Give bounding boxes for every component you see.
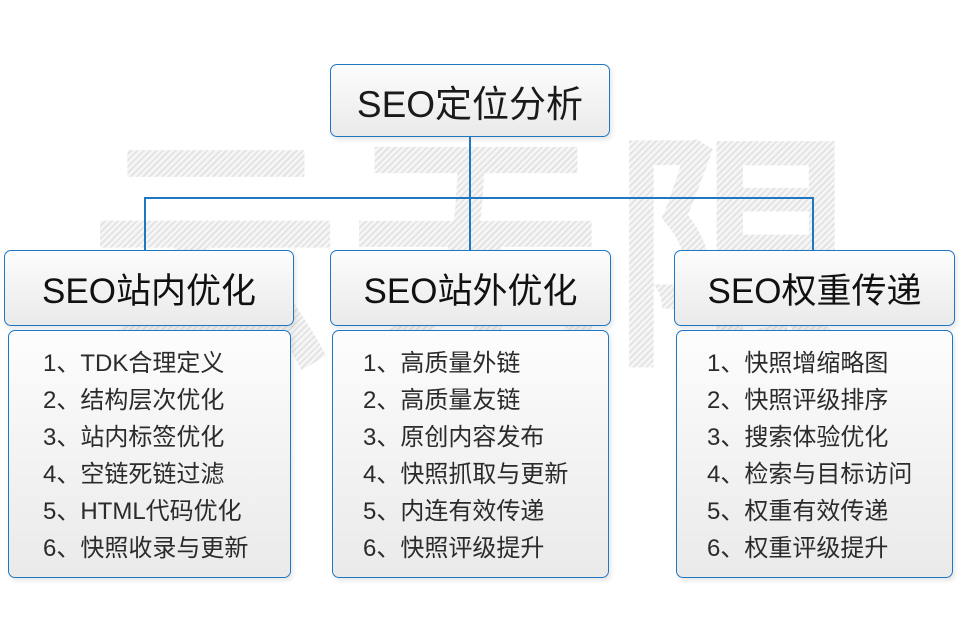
list-item: 6、权重评级提升	[707, 535, 889, 562]
list-item: 2、高质量友链	[363, 387, 521, 414]
list-item: 1、快照增缩略图	[707, 350, 889, 377]
column-header-seo-offsite[interactable]: SEO站外优化	[330, 250, 611, 326]
list-item: 5、HTML代码优化	[43, 498, 242, 525]
list-item: 1、高质量外链	[363, 350, 521, 377]
page-title: SEO定位分析	[356, 83, 584, 125]
column-body-seo-weight: 1、快照增缩略图 2、快照评级排序 3、搜索体验优化 4、检索与目标访问 5、权…	[676, 330, 953, 578]
list-item: 5、权重有效传递	[707, 498, 889, 525]
column-header-label: SEO权重传递	[707, 271, 922, 311]
list-item: 4、空链死链过滤	[43, 461, 225, 488]
list-item: 6、快照评级提升	[363, 535, 545, 562]
list-item: 3、搜索体验优化	[707, 424, 889, 451]
column-header-label: SEO站内优化	[42, 271, 256, 311]
column-header-seo-onsite[interactable]: SEO站内优化	[4, 250, 294, 326]
column-body-seo-onsite: 1、TDK合理定义 2、结构层次优化 3、站内标签优化 4、空链死链过滤 5、H…	[8, 330, 291, 578]
column-header-label: SEO站外优化	[363, 271, 578, 311]
column-header-seo-weight[interactable]: SEO权重传递	[674, 250, 955, 326]
column-body-seo-offsite: 1、高质量外链 2、高质量友链 3、原创内容发布 4、快照抓取与更新 5、内连有…	[332, 330, 609, 578]
list-item: 1、TDK合理定义	[43, 350, 225, 377]
list-item: 5、内连有效传递	[363, 498, 545, 525]
list-item: 6、快照收录与更新	[43, 535, 249, 562]
list-item: 2、结构层次优化	[43, 387, 225, 414]
list-item: 4、检索与目标访问	[707, 461, 913, 488]
list-item: 3、原创内容发布	[363, 424, 545, 451]
diagram-title-box[interactable]: SEO定位分析	[330, 64, 610, 137]
list-item: 3、站内标签优化	[43, 424, 225, 451]
list-item: 2、快照评级排序	[707, 387, 889, 414]
list-item: 4、快照抓取与更新	[363, 461, 569, 488]
